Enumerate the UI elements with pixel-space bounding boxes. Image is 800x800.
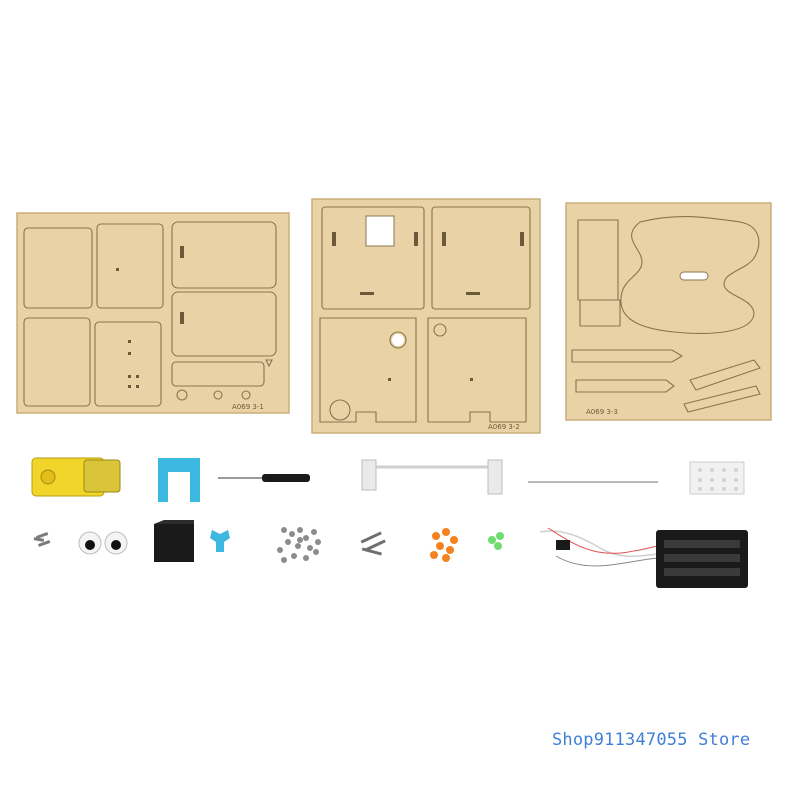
board-label-2: A069 3-2 bbox=[488, 423, 520, 431]
green-beads bbox=[488, 532, 504, 550]
white-perforated-block bbox=[689, 461, 745, 495]
board-label-1: A069 3-1 bbox=[232, 403, 264, 411]
wood-board-2: A069 3-2 bbox=[311, 198, 541, 434]
wood-board-1: A069 3-1 bbox=[16, 212, 290, 414]
wood-board-3: A069 3-3 bbox=[565, 202, 772, 421]
yellow-gear-motor bbox=[31, 457, 121, 497]
screws-medium bbox=[360, 531, 386, 556]
black-square-piece bbox=[154, 520, 194, 562]
battery-box-with-wires bbox=[539, 527, 748, 588]
screws-small bbox=[33, 532, 51, 547]
googly-eyes bbox=[78, 531, 128, 555]
blue-bracket bbox=[158, 458, 200, 502]
screws-pile bbox=[277, 527, 321, 563]
white-axle-frame bbox=[361, 459, 503, 495]
orange-beads bbox=[430, 528, 458, 562]
blue-connector bbox=[210, 530, 230, 552]
screwdriver bbox=[218, 474, 310, 482]
store-watermark: Shop911347055 Store bbox=[552, 730, 751, 750]
board-label-3: A069 3-3 bbox=[586, 408, 618, 416]
